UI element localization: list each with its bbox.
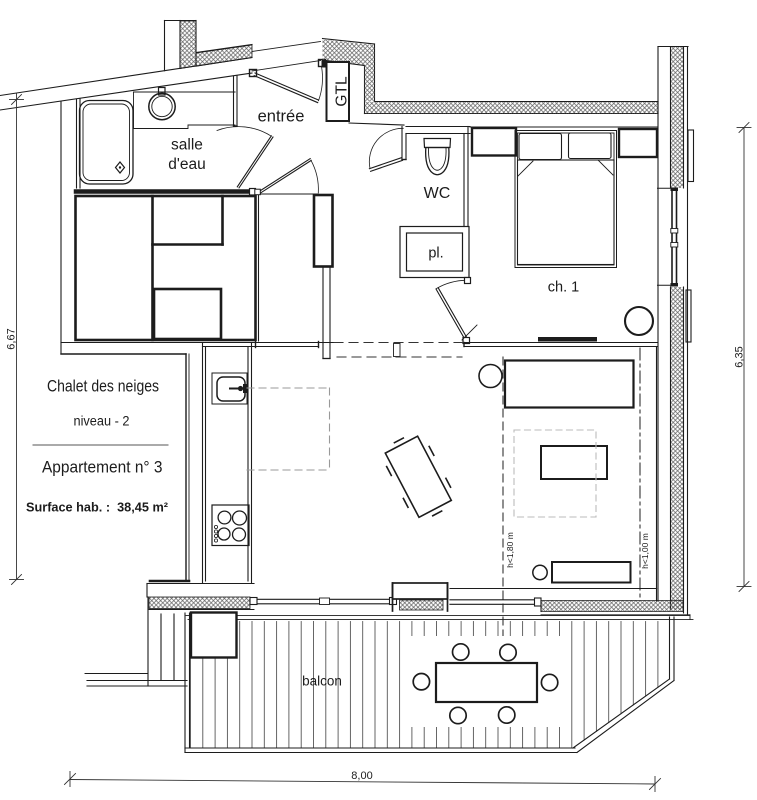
svg-text:GTL: GTL bbox=[334, 76, 351, 107]
svg-text:Appartement n° 3: Appartement n° 3 bbox=[42, 458, 163, 477]
svg-text:Chalet des neiges: Chalet des neiges bbox=[47, 378, 159, 396]
svg-text:6,67: 6,67 bbox=[6, 328, 18, 349]
svg-text:niveau - 2: niveau - 2 bbox=[74, 414, 130, 429]
svg-text:h<1,00 m: h<1,00 m bbox=[640, 533, 650, 569]
svg-text:ch. 1: ch. 1 bbox=[548, 280, 579, 296]
svg-text:WC: WC bbox=[424, 185, 451, 202]
svg-text:6,35: 6,35 bbox=[734, 346, 746, 367]
svg-text:balcon: balcon bbox=[302, 674, 342, 689]
svg-text:8,00: 8,00 bbox=[351, 770, 372, 782]
svg-text:d'eau: d'eau bbox=[168, 156, 205, 173]
svg-text:entrée: entrée bbox=[258, 108, 305, 126]
svg-text:h<1,80 m: h<1,80 m bbox=[505, 532, 515, 568]
svg-text:Surface hab. : 38,45 m²: Surface hab. : 38,45 m² bbox=[26, 500, 169, 515]
svg-text:pl.: pl. bbox=[428, 246, 443, 262]
svg-text:salle: salle bbox=[171, 137, 203, 154]
